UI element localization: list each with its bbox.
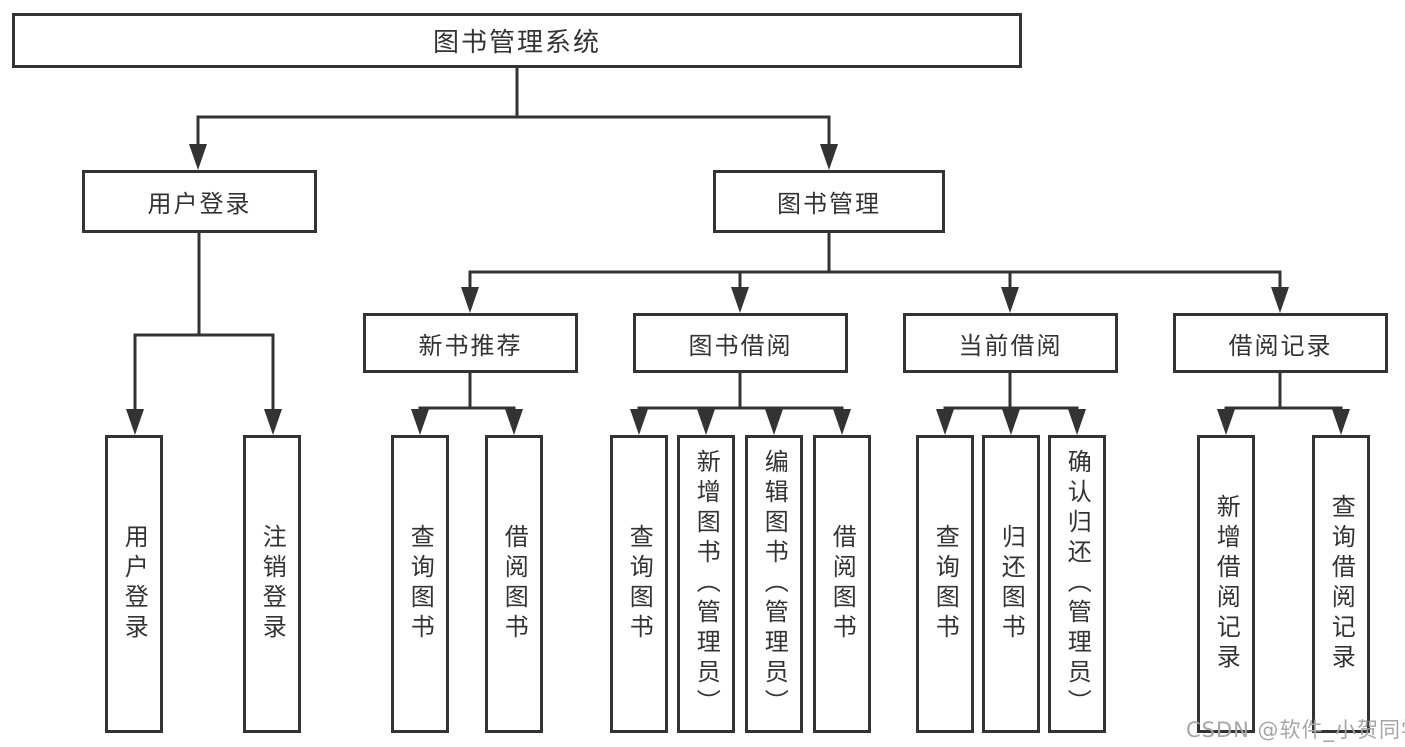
leaf-label: 查询借阅记录 bbox=[1327, 494, 1356, 674]
node-label: 当前借阅 bbox=[958, 331, 1063, 360]
leaf-borrow-books: 借阅图书 bbox=[813, 435, 871, 733]
leaf-edit-books-admin: 编辑图书（管理员） bbox=[745, 435, 803, 733]
leaf-label: 借阅图书 bbox=[828, 524, 857, 644]
connector-book-management-to-level3 bbox=[461, 231, 1289, 313]
leaf-label: 归还图书 bbox=[997, 524, 1026, 644]
leaf-label: 编辑图书（管理员） bbox=[760, 449, 789, 719]
leaf-label: 查询图书 bbox=[931, 524, 960, 644]
leaf-label: 确认归还（管理员） bbox=[1063, 449, 1092, 719]
node-user-login: 用户登录 bbox=[82, 170, 317, 233]
node-label: 图书借阅 bbox=[688, 331, 793, 360]
connector-root-to-level2 bbox=[189, 66, 838, 170]
leaf-label: 新增图书（管理员） bbox=[692, 449, 721, 719]
node-book-management: 图书管理 bbox=[713, 170, 945, 233]
leaf-label: 注销登录 bbox=[258, 524, 287, 644]
connector-borrow-record-to-leaves bbox=[1217, 371, 1350, 435]
leaf-add-borrow-record: 新增借阅记录 bbox=[1197, 435, 1255, 733]
node-current-borrow: 当前借阅 bbox=[903, 313, 1118, 373]
leaf-label: 新增借阅记录 bbox=[1212, 494, 1241, 674]
leaf-query-books-current: 查询图书 bbox=[916, 435, 974, 733]
leaf-confirm-return-admin: 确认归还（管理员） bbox=[1048, 435, 1106, 733]
leaf-add-books-admin: 新增图书（管理员） bbox=[677, 435, 735, 733]
node-label: 借阅记录 bbox=[1228, 331, 1333, 360]
leaf-return-books: 归还图书 bbox=[982, 435, 1040, 733]
leaf-label: 用户登录 bbox=[120, 524, 149, 644]
connector-current-borrow-to-leaves bbox=[936, 371, 1086, 435]
connector-book-borrow-to-leaves bbox=[630, 371, 851, 435]
node-book-borrow: 图书借阅 bbox=[633, 313, 848, 373]
csdn-watermark: CSDN @软件_小贺同学 bbox=[1186, 718, 1405, 742]
node-label: 新书推荐 bbox=[418, 331, 523, 360]
connector-new-book-recommend-to-leaves bbox=[411, 371, 523, 435]
leaf-logout: 注销登录 bbox=[243, 435, 301, 733]
leaf-label: 借阅图书 bbox=[500, 524, 529, 644]
node-new-book-recommend: 新书推荐 bbox=[363, 313, 578, 373]
leaf-query-books-recommend: 查询图书 bbox=[391, 435, 449, 733]
node-library-management-system: 图书管理系统 bbox=[12, 13, 1022, 68]
leaf-query-books-borrow: 查询图书 bbox=[610, 435, 668, 733]
node-label: 用户登录 bbox=[147, 190, 252, 218]
leaf-user-login: 用户登录 bbox=[105, 435, 163, 733]
leaf-borrow-books-recommend: 借阅图书 bbox=[485, 435, 543, 733]
connector-user-login-to-leaves bbox=[126, 231, 282, 435]
leaf-label: 查询图书 bbox=[406, 524, 435, 644]
node-label: 图书管理系统 bbox=[432, 28, 601, 58]
leaf-query-borrow-record: 查询借阅记录 bbox=[1312, 435, 1370, 733]
leaf-label: 查询图书 bbox=[625, 524, 654, 644]
node-borrow-record: 借阅记录 bbox=[1173, 313, 1388, 373]
node-label: 图书管理 bbox=[777, 190, 881, 218]
